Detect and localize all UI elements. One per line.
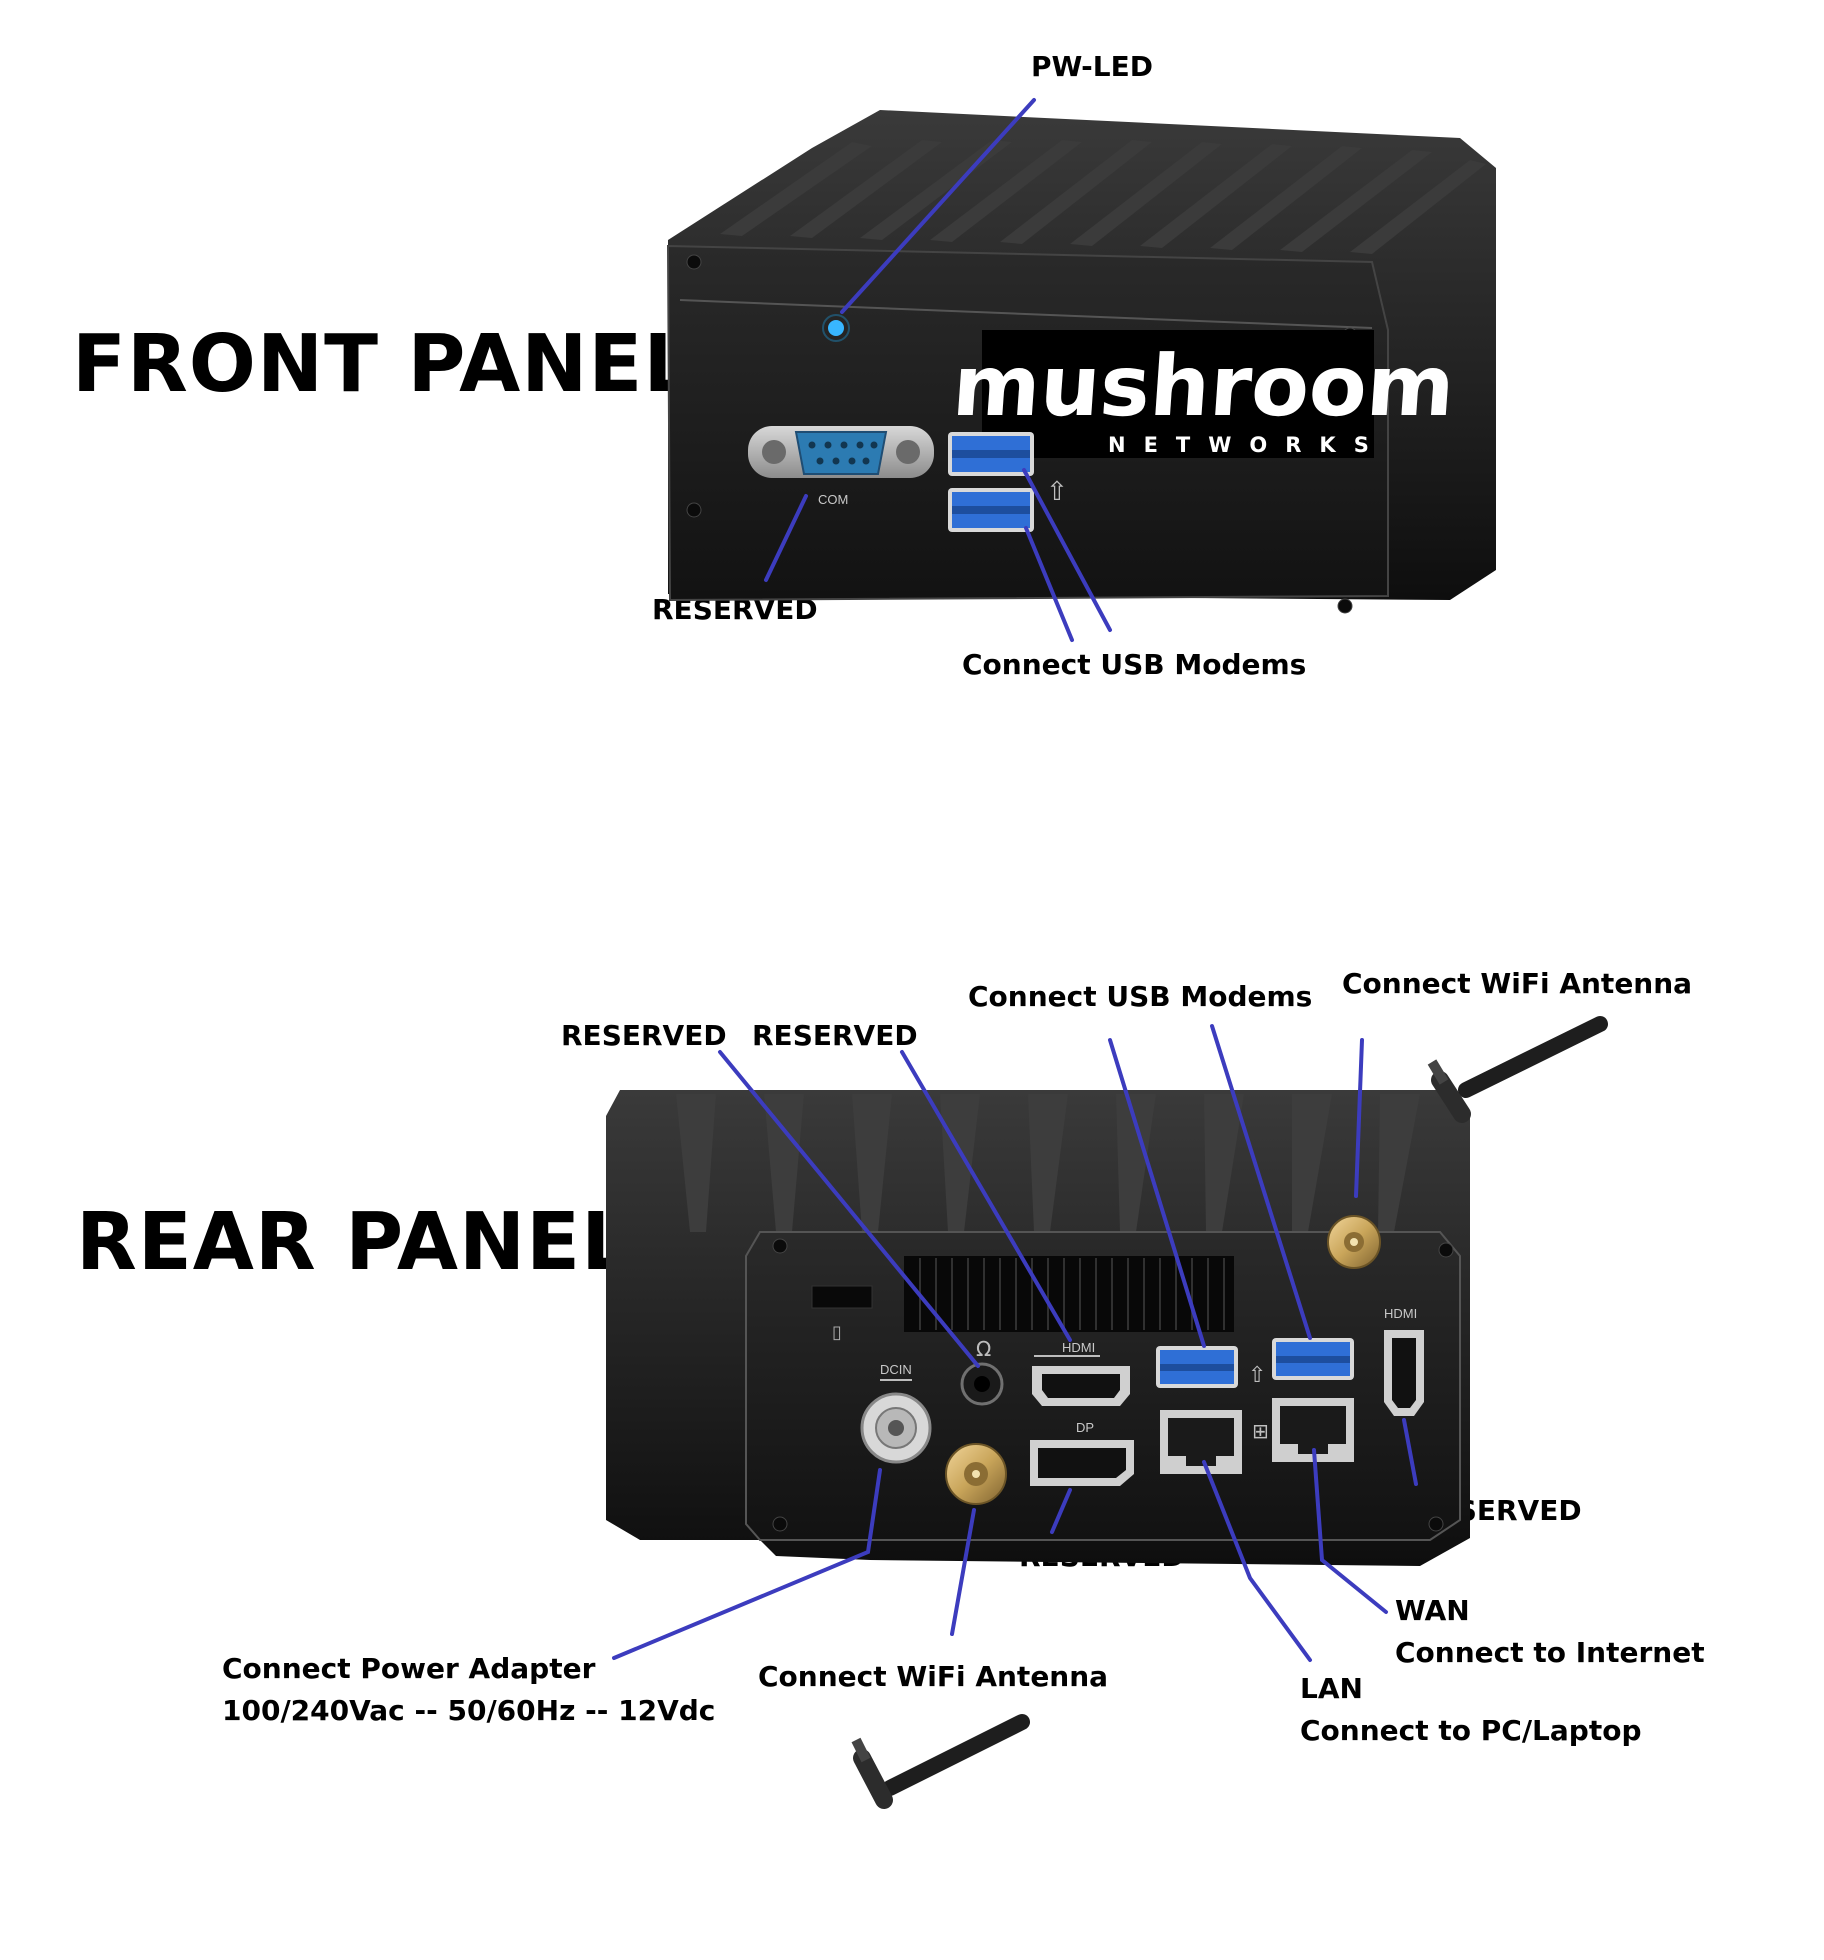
rear-usb-port-right-icon (1272, 1338, 1354, 1380)
power-led-icon (828, 320, 844, 336)
dcin-label: DCIN (880, 1362, 912, 1377)
wifi-antenna-top-icon (1427, 1016, 1608, 1123)
logo-sub-text: NETWORKS (1108, 433, 1387, 457)
rear-usb-port-left-icon (1156, 1346, 1238, 1388)
leader-rear-reserved-hdmi-right (1402, 1418, 1418, 1486)
leader-rear-reserved-hdmi (900, 1050, 1072, 1342)
audio-jack-icon (960, 1362, 1004, 1406)
label-rear-reserved-audio: RESERVED (561, 1019, 727, 1052)
usb-symbol-icon: ⇧ (1046, 477, 1068, 507)
label-wan: WAN Connect to Internet (1395, 1592, 1705, 1672)
front-usb-port-top-icon (948, 432, 1034, 476)
hdmi-label: HDMI (1062, 1340, 1095, 1355)
com-port-label: COM (818, 492, 848, 507)
leader-rear-usb-right (1210, 1024, 1312, 1340)
kensington-slot-icon (811, 1285, 873, 1309)
label-rear-wifi-top: Connect WiFi Antenna (1342, 967, 1693, 1000)
label-wan-line1: WAN (1395, 1594, 1470, 1627)
leader-wifi-bottom (950, 1508, 976, 1636)
leader-rear-wifi-top (1354, 1038, 1364, 1198)
leader-front-reserved (764, 494, 808, 582)
leader-power (612, 1468, 882, 1660)
front-device: mushroom NETWORKS COM ⇧ (666, 110, 1496, 614)
front-panel-title: FRONT PANEL (72, 318, 695, 410)
label-front-usb: Connect USB Modems (962, 648, 1307, 681)
headphone-icon: Ω (976, 1337, 991, 1361)
label-wan-line2: Connect to Internet (1395, 1635, 1705, 1669)
label-pw-led: PW-LED (1031, 50, 1153, 83)
lan-port-icon (1160, 1410, 1242, 1474)
label-power-line2: 100/240Vac -- 50/60Hz -- 12Vdc (222, 1693, 716, 1727)
label-lan-line1: LAN (1300, 1672, 1363, 1705)
front-usb-port-bottom-icon (948, 488, 1034, 532)
hdmi-right-label: HDMI (1384, 1306, 1417, 1321)
logo-brand-text: mushroom (950, 337, 1458, 435)
displayport-icon (1030, 1440, 1134, 1486)
front-device-fins (720, 140, 1486, 254)
rear-device-fins (676, 1094, 1420, 1232)
lock-icon: ▯ (832, 1322, 842, 1343)
leader-wan (1312, 1448, 1388, 1614)
leader-front-usb-a (1022, 468, 1112, 632)
network-symbol-icon: ⊞ (1252, 1419, 1269, 1443)
wifi-antenna-connector-top-icon (1327, 1215, 1381, 1269)
leader-pw-led (840, 98, 1036, 314)
label-rear-usb: Connect USB Modems (968, 980, 1313, 1013)
dc-power-jack-icon (860, 1392, 932, 1464)
leader-rear-reserved-dp (1050, 1488, 1072, 1534)
label-lan-line2: Connect to PC/Laptop (1300, 1713, 1642, 1747)
rear-leader-lines (612, 1024, 1418, 1662)
rear-usb-symbol-icon: ⇧ (1248, 1363, 1266, 1388)
hdmi-port-icon (1032, 1366, 1130, 1406)
leader-lan (1202, 1460, 1312, 1662)
label-rear-wifi-bottom: Connect WiFi Antenna (758, 1660, 1109, 1693)
dp-label: DP (1076, 1420, 1094, 1435)
rear-device: ▯ DCIN Ω HDMI DP (606, 1090, 1470, 1566)
wifi-antenna-bottom-icon (851, 1714, 1030, 1809)
leader-front-usb-b (1024, 526, 1074, 642)
label-power-adapter: Connect Power Adapter 100/240Vac -- 50/6… (222, 1650, 715, 1730)
leader-rear-reserved-audio (718, 1050, 980, 1368)
label-power-line1: Connect Power Adapter (222, 1652, 596, 1685)
label-rear-reserved-hdmi: RESERVED (752, 1019, 918, 1052)
leader-rear-usb-left (1108, 1038, 1206, 1348)
mushroom-logo: mushroom NETWORKS (950, 330, 1458, 458)
hdmi-right-port-icon (1384, 1330, 1424, 1416)
rear-vent-grille (904, 1256, 1234, 1332)
front-leader-lines (764, 98, 1112, 642)
label-lan: LAN Connect to PC/Laptop (1300, 1670, 1641, 1750)
wifi-antenna-connector-bottom-icon (945, 1443, 1007, 1505)
rear-panel-title: REAR PANEL (76, 1196, 633, 1288)
com-port-icon: COM (748, 426, 934, 507)
